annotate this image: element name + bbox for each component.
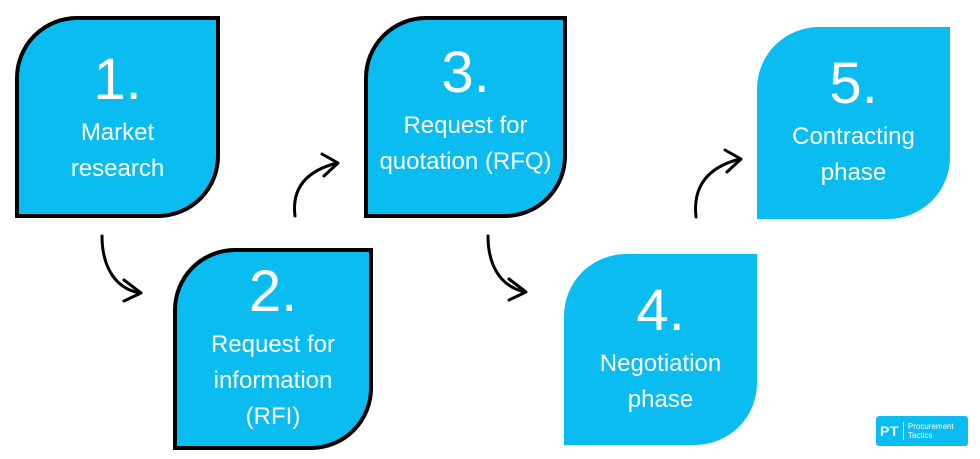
step-3-box: 3. Request for quotation (RFQ) (364, 16, 567, 218)
logo-line-2: Tactics (907, 431, 933, 440)
step-3-label-line-2: quotation (RFQ) (379, 148, 552, 175)
step-2-label-line-3: (RFI) (245, 403, 301, 430)
step-2-label-line-2: information (213, 367, 333, 394)
arrow-3-to-4 (486, 234, 528, 302)
arrow-4-to-5 (694, 148, 743, 219)
step-2-box: 2. Request for information (RFI) (173, 248, 373, 450)
step-3-number: 3. (441, 40, 490, 105)
procurement-tactics-logo: PT Procurement Tactics (876, 416, 968, 446)
step-2-number: 2. (248, 259, 298, 324)
step-1-label-line-1: Market (80, 119, 155, 146)
arrow-1-to-2 (100, 234, 143, 303)
arrow-2-to-3 (293, 152, 340, 218)
step-5-number: 5. (829, 51, 878, 116)
step-1-box: 1. Market research (15, 16, 220, 218)
step-5-label-line-1: Contracting (792, 123, 915, 150)
logo-mark: PT (880, 422, 904, 440)
step-2-label-line-1: Request for (210, 331, 336, 358)
logo-line-1: Procurement (907, 422, 954, 431)
step-1-label-line-2: research (70, 155, 165, 182)
step-5-label-line-2: phase (820, 159, 887, 186)
step-4-label-line-2: phase (627, 385, 694, 413)
step-4-label-line-1: Negotiation (599, 349, 722, 377)
step-4-box: 4. Negotiation phase (564, 254, 757, 445)
step-4-number: 4. (636, 277, 685, 343)
step-1-number: 1. (93, 47, 142, 112)
logo-wordmark: Procurement Tactics (904, 422, 954, 440)
step-3-label-line-1: Request for (403, 112, 528, 139)
step-5-box: 5. Contracting phase (757, 27, 950, 219)
